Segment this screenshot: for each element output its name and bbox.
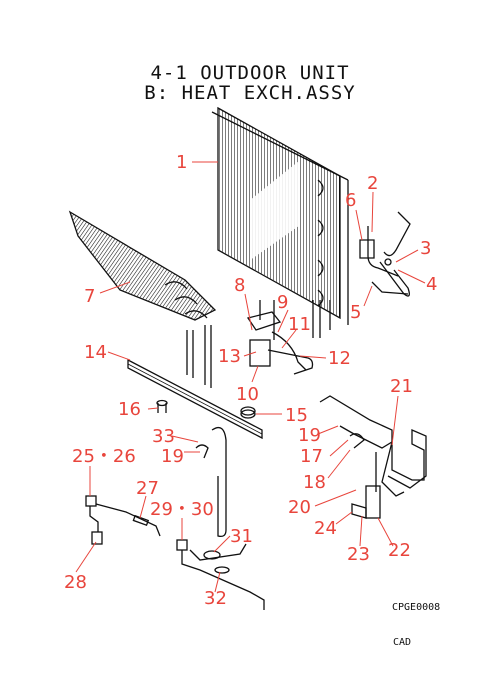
callout-11: 11 <box>288 314 311 335</box>
callout-33: 33 <box>152 426 175 447</box>
diagram-title-line1: 4-1 OUTDOOR UNIT <box>150 62 350 84</box>
callout-7: 7 <box>84 286 95 307</box>
callout-1: 1 <box>176 152 187 173</box>
heat-exchanger-main <box>211 106 349 338</box>
leader-lines <box>75 161 426 593</box>
callout-3: 3 <box>420 238 431 259</box>
callout-2: 2 <box>367 173 378 194</box>
callout-29-30: 29・30 <box>150 499 214 520</box>
callout-18: 18 <box>303 472 326 493</box>
base-rail <box>127 358 263 440</box>
callout-9: 9 <box>277 292 288 313</box>
callout-23: 23 <box>347 544 370 565</box>
drawing-code: CPGE0008 <box>392 602 441 613</box>
callout-24: 24 <box>314 518 337 539</box>
cad-label: CAD <box>393 637 412 648</box>
piping-assembly-right <box>319 395 427 519</box>
callout-4: 4 <box>426 274 437 295</box>
callout-25-26: 25・26 <box>72 446 136 467</box>
capillary-tube <box>195 426 227 538</box>
callout-15: 15 <box>285 405 308 426</box>
callout-28: 28 <box>64 572 87 593</box>
callout-17: 17 <box>300 446 323 467</box>
callout-8: 8 <box>234 275 245 296</box>
callout-10: 10 <box>236 384 259 405</box>
pipe-assembly-left <box>85 495 161 545</box>
callout-19-right: 19 <box>298 425 321 446</box>
valve-cluster-middle <box>246 300 314 375</box>
callout-14: 14 <box>84 342 107 363</box>
callout-13: 13 <box>218 346 241 367</box>
diagram-title-line2: B: HEAT EXCH.ASSY <box>144 82 356 104</box>
callout-12: 12 <box>328 348 351 369</box>
callout-31: 31 <box>230 526 253 547</box>
callout-20: 20 <box>288 497 311 518</box>
pipe-assembly-bottom <box>176 539 265 610</box>
valve-assembly-top <box>359 211 411 297</box>
screw <box>156 399 168 413</box>
callout-21: 21 <box>390 376 413 397</box>
callout-16: 16 <box>118 399 141 420</box>
callout-5: 5 <box>350 302 361 323</box>
heat-exchanger-side <box>68 210 217 388</box>
callout-32: 32 <box>204 588 227 609</box>
callout-19-left: 19 <box>161 446 184 467</box>
callout-27: 27 <box>136 478 159 499</box>
callout-6: 6 <box>345 190 356 211</box>
callout-22: 22 <box>388 540 411 561</box>
grommet <box>240 406 256 419</box>
